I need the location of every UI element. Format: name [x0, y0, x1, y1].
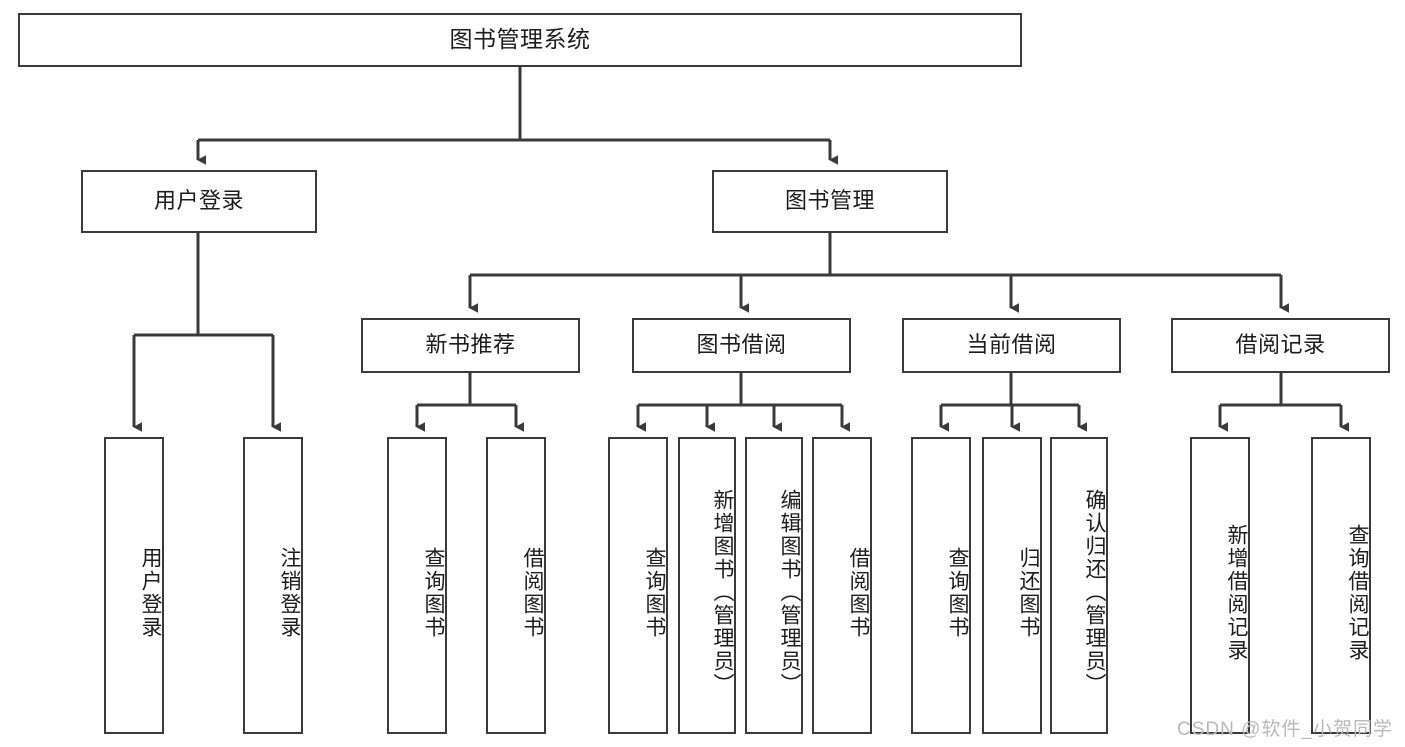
node-label: 用户登录 — [139, 546, 162, 639]
node-label: 查询图书 — [643, 546, 666, 639]
node-leaf-query-book-c[interactable]: 查询图书 — [911, 437, 971, 734]
node-leaf-add-book[interactable]: 新增图书（管理员） — [678, 437, 736, 734]
node-label: 新书推荐 — [425, 332, 516, 358]
node-leaf-edit-book[interactable]: 编辑图书（管理员） — [745, 437, 803, 734]
node-label: 注销登录 — [278, 546, 301, 639]
node-label: 当前借阅 — [966, 332, 1057, 358]
node-label: 确认归还（管理员） — [1083, 489, 1106, 696]
node-label: 借阅图书 — [521, 546, 544, 639]
node-label: 查询借阅记录 — [1346, 523, 1369, 662]
node-leaf-query-record[interactable]: 查询借阅记录 — [1311, 437, 1371, 734]
node-leaf-query-book-rec[interactable]: 查询图书 — [387, 437, 447, 734]
node-label: 图书管理 — [784, 188, 875, 214]
node-label: 查询图书 — [946, 546, 969, 639]
node-label: 借阅记录 — [1235, 332, 1326, 358]
node-label: 新增借阅记录 — [1225, 523, 1248, 662]
watermark: CSDN @软件_小贺同学 — [1177, 719, 1393, 740]
node-leaf-return-book[interactable]: 归还图书 — [982, 437, 1042, 734]
node-leaf-borrow-book-b[interactable]: 借阅图书 — [812, 437, 872, 734]
node-new-book-rec[interactable]: 新书推荐 — [361, 318, 580, 373]
node-book-manage[interactable]: 图书管理 — [712, 170, 948, 233]
node-user-login[interactable]: 用户登录 — [81, 170, 317, 233]
node-label: 归还图书 — [1017, 546, 1040, 639]
node-leaf-user-login[interactable]: 用户登录 — [104, 437, 164, 734]
node-root[interactable]: 图书管理系统 — [18, 13, 1022, 67]
node-label: 编辑图书（管理员） — [778, 489, 801, 696]
node-label: 图书管理系统 — [449, 26, 591, 53]
node-leaf-query-book-b[interactable]: 查询图书 — [608, 437, 668, 734]
node-leaf-borrow-book-rec[interactable]: 借阅图书 — [486, 437, 546, 734]
node-leaf-add-record[interactable]: 新增借阅记录 — [1190, 437, 1250, 734]
node-label: 用户登录 — [153, 188, 244, 214]
node-label: 新增图书（管理员） — [711, 489, 734, 696]
node-book-borrow[interactable]: 图书借阅 — [632, 318, 851, 373]
node-current-borrow[interactable]: 当前借阅 — [902, 318, 1121, 373]
node-label: 图书借阅 — [696, 332, 787, 358]
node-leaf-confirm-return[interactable]: 确认归还（管理员） — [1050, 437, 1108, 734]
node-leaf-logout[interactable]: 注销登录 — [243, 437, 303, 734]
node-borrow-record[interactable]: 借阅记录 — [1171, 318, 1390, 373]
node-label: 查询图书 — [422, 546, 445, 639]
node-label: 借阅图书 — [847, 546, 870, 639]
